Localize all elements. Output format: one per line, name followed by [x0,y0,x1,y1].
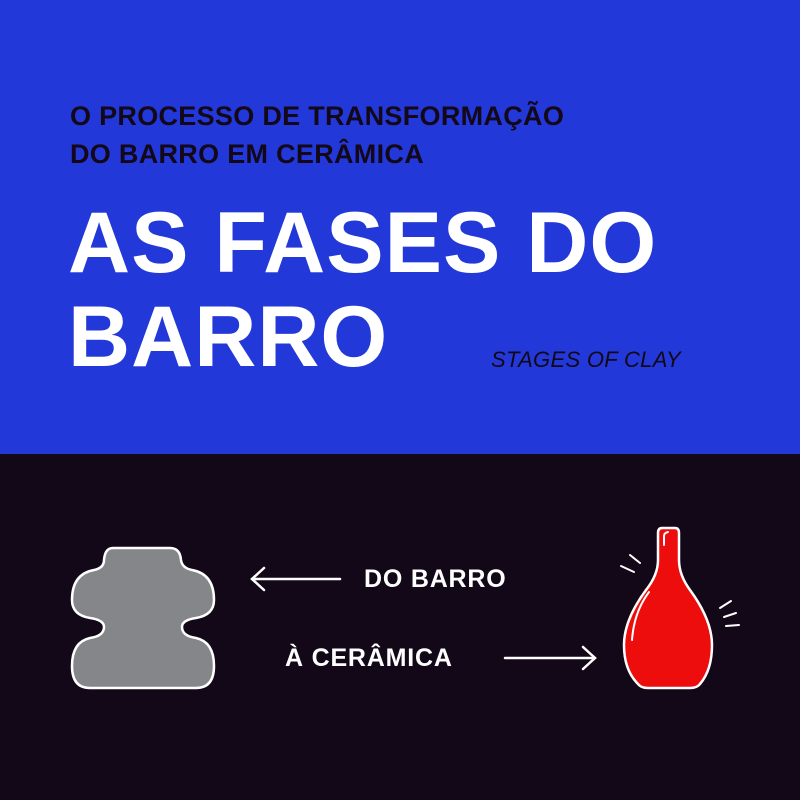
clay-lump-icon [70,546,216,690]
kicker-text: O PROCESSO DE TRANSFORMAÇÃO DO BARRO EM … [70,97,564,173]
diagram-graphics [70,526,740,690]
vase-shine-icon [620,554,740,627]
title-panel: O PROCESSO DE TRANSFORMAÇÃO DO BARRO EM … [0,0,800,454]
to-ceramic-label: À CERÂMICA [285,644,453,672]
title-line-2: BARRO [68,289,389,385]
diagram-panel: DO BARRO À CERÂMICA [0,454,800,800]
subtitle: STAGES OF CLAY [491,347,682,372]
title-line-1: AS FASES DO [68,195,658,291]
arrow-left-icon [250,566,342,592]
page-title: AS FASES DO BARRO [68,196,657,384]
arrow-right-icon [503,645,597,671]
from-clay-label: DO BARRO [364,565,507,593]
kicker-line-1: O PROCESSO DE TRANSFORMAÇÃO [70,101,565,131]
kicker-line-2: DO BARRO EM CERÂMICA [70,139,424,169]
ceramic-vase-icon [622,526,714,690]
